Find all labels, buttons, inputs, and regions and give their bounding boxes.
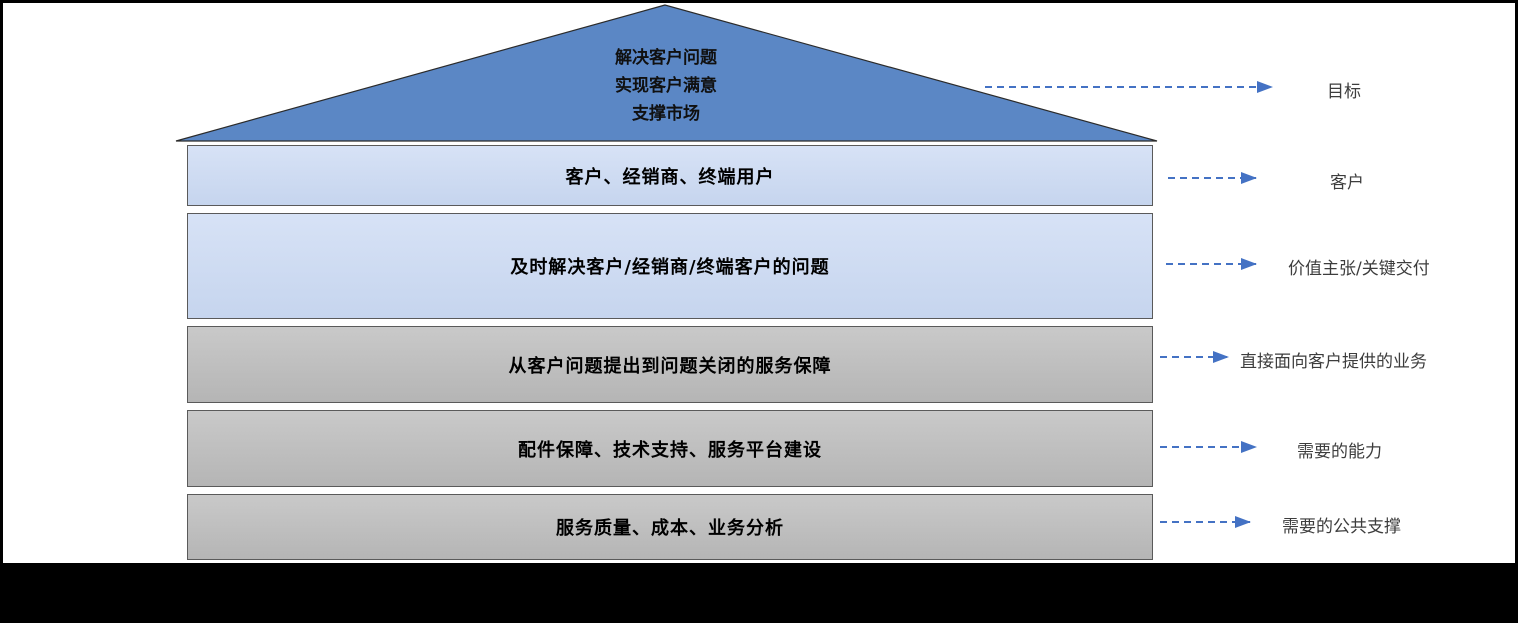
bar-common-support: 服务质量、成本、业务分析 [187, 494, 1153, 560]
label-goal: 目标 [1327, 82, 1361, 102]
bar-direct-business: 从客户问题提出到问题关闭的服务保障 [187, 326, 1153, 403]
roof-line-2: 实现客户满意 [615, 76, 717, 96]
bar-customers-text: 客户、经销商、终端用户 [565, 166, 775, 188]
bar-customers: 客户、经销商、终端用户 [187, 145, 1153, 206]
label-value-proposition: 价值主张/关键交付 [1288, 259, 1430, 279]
bar-direct-business-text: 从客户问题提出到问题关闭的服务保障 [508, 355, 832, 377]
roof-text: 解决客户问题 实现客户满意 支撑市场 [466, 44, 866, 128]
bar-value-proposition: 及时解决客户/经销商/终端客户的问题 [187, 213, 1153, 319]
bar-capability-text: 配件保障、技术支持、服务平台建设 [518, 439, 822, 461]
label-common-support: 需要的公共支撑 [1282, 517, 1401, 537]
roof-line-1: 解决客户问题 [615, 48, 717, 68]
bar-value-proposition-text: 及时解决客户/经销商/终端客户的问题 [510, 257, 830, 278]
label-capability: 需要的能力 [1297, 442, 1382, 462]
bar-common-support-text: 服务质量、成本、业务分析 [556, 518, 784, 539]
label-direct-business: 直接面向客户提供的业务 [1240, 352, 1427, 372]
bar-capability: 配件保障、技术支持、服务平台建设 [187, 410, 1153, 487]
label-customer: 客户 [1330, 173, 1364, 193]
roof-line-3: 支撑市场 [632, 104, 700, 124]
